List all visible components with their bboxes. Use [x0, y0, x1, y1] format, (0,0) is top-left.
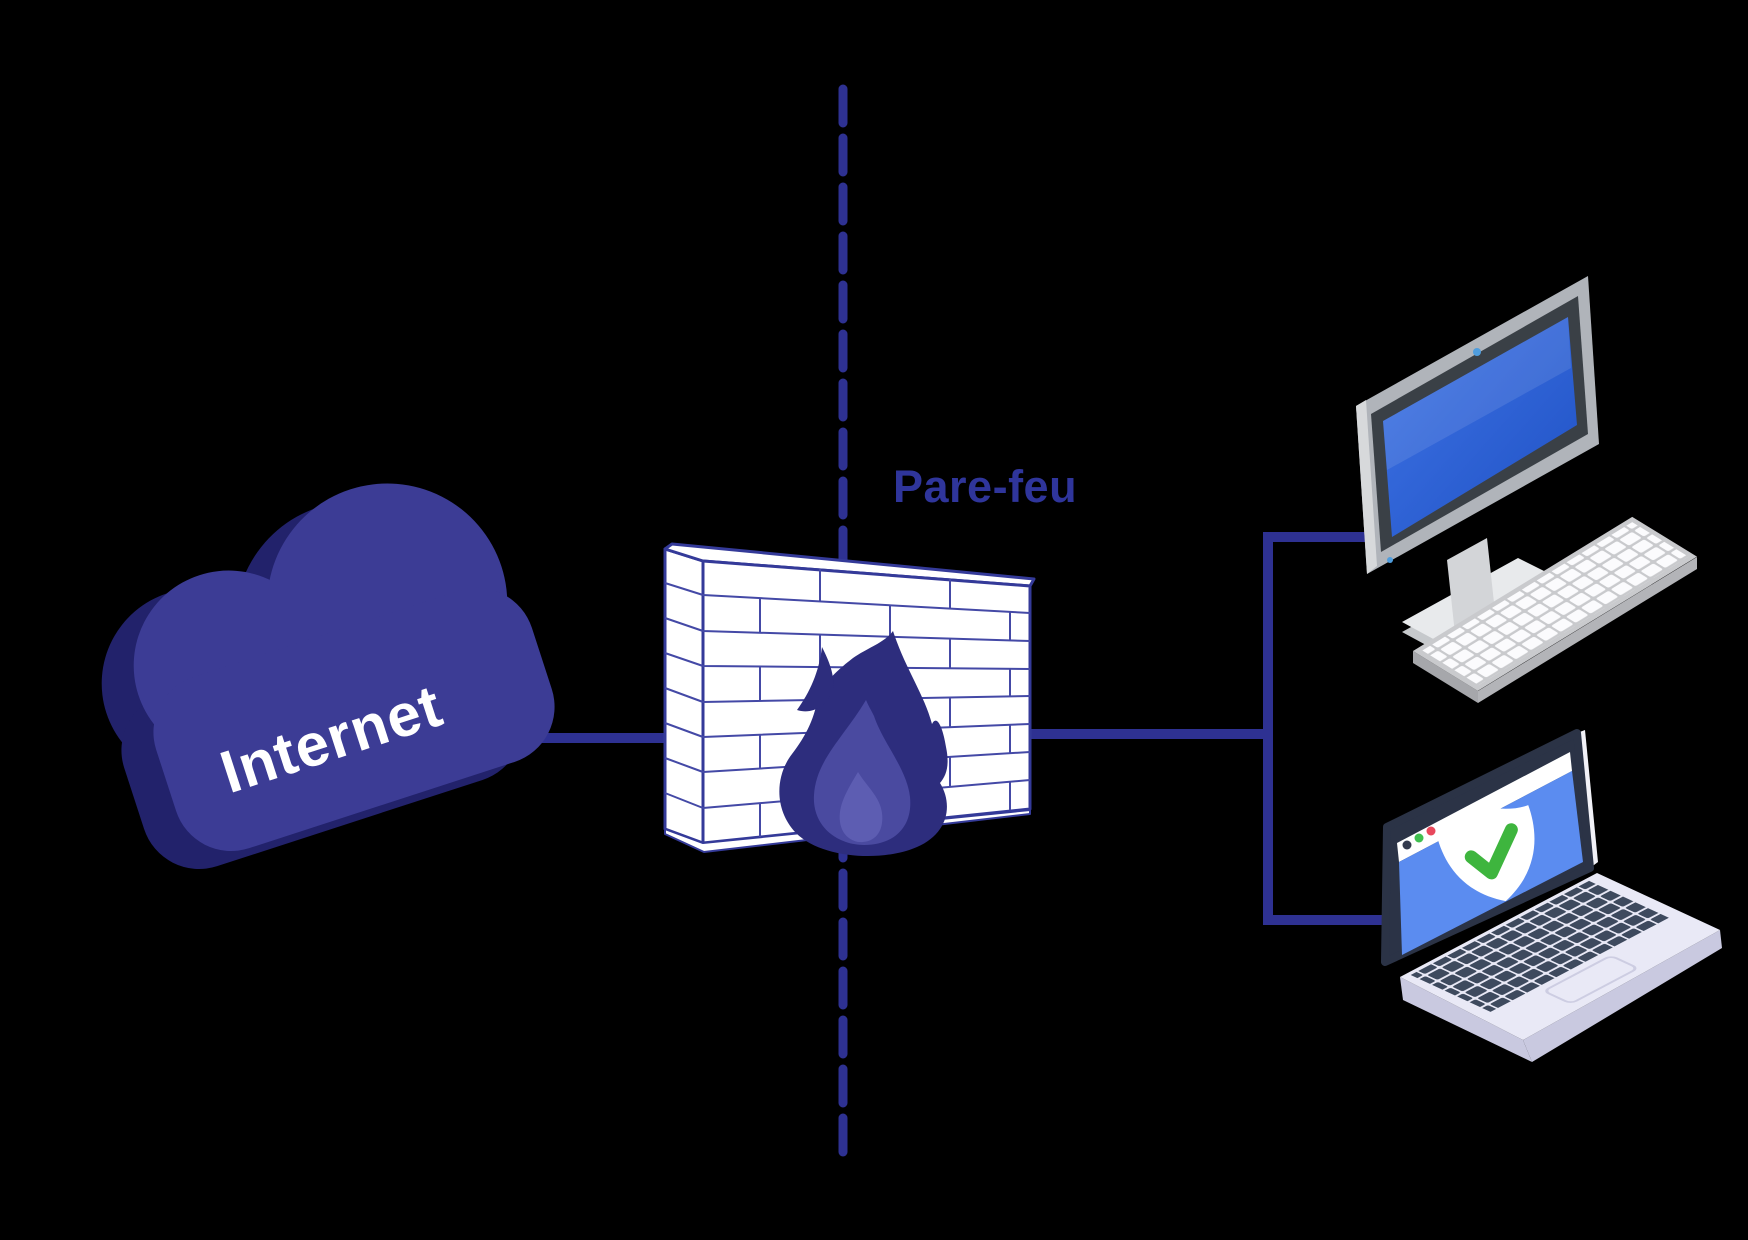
monitor-screen [1383, 317, 1577, 537]
browser-dot-minimize-icon [1414, 833, 1424, 843]
firewall-label: Pare-feu [893, 461, 1077, 512]
laptop-base-side [1400, 977, 1532, 1062]
monitor-frame-edge [1356, 400, 1377, 574]
flame-icon [779, 631, 948, 857]
trackpad [1545, 956, 1637, 1003]
internet-cloud-icon: Internet [101, 483, 555, 870]
cloud-front [133, 483, 555, 852]
laptop-keys [1410, 880, 1669, 1012]
browser-dot-maximize-icon [1426, 826, 1436, 836]
checkmark-icon [1464, 823, 1518, 880]
laptop-icon [1381, 729, 1722, 1062]
keyboard-icon [1413, 516, 1697, 703]
browser-dot-close-icon [1402, 840, 1412, 850]
shield-check-icon [1435, 804, 1535, 902]
webcam-icon [1473, 348, 1481, 356]
power-led-icon [1387, 557, 1393, 563]
link-lan-bracket [1263, 532, 1390, 925]
keyboard-keys [1422, 522, 1689, 686]
monitor-screen-sheen [1383, 317, 1571, 470]
laptop-base-side-right [1523, 930, 1722, 1062]
